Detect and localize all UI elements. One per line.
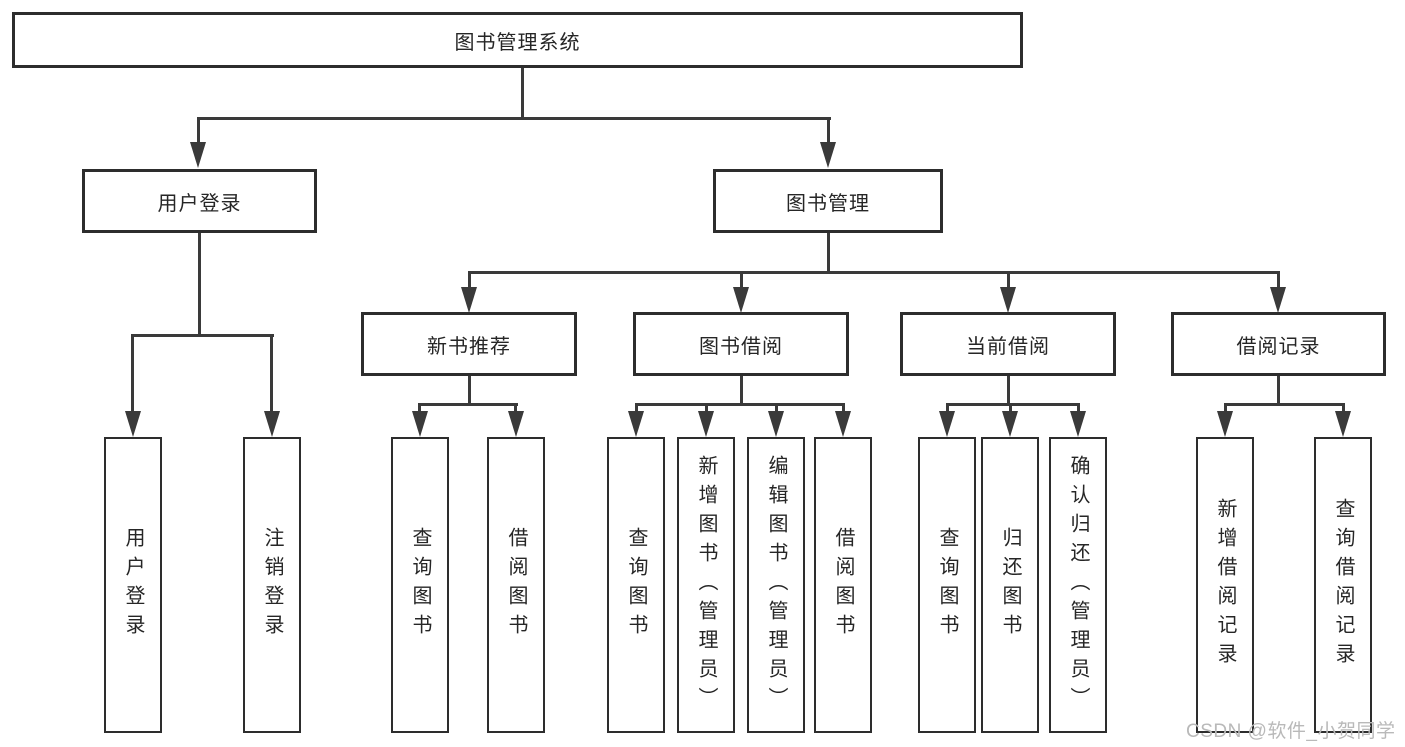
node-borrowing-records: 借阅记录 (1171, 312, 1386, 376)
connector-drop-leaf (775, 403, 778, 413)
connector-drop-current-borrowing (1007, 271, 1010, 290)
leaf-label: 新增图书（管理员） (695, 454, 717, 716)
arrow-down-icon (939, 411, 955, 437)
connector-drop-borrowing-records (1277, 271, 1280, 290)
connector-drop-leaf (946, 403, 949, 413)
leaf-label: 查询借阅记录 (1332, 498, 1354, 672)
connector-drop-leaf (1342, 403, 1345, 413)
arrow-down-icon (628, 411, 644, 437)
leaf-newbook-borrow-books: 借阅图书 (487, 437, 545, 733)
leaf-return-books: 归还图书 (981, 437, 1039, 733)
connector-book-borrowing-bar (635, 403, 845, 406)
leaf-logout: 注销登录 (243, 437, 301, 733)
connector-user-login-trunk (198, 233, 201, 337)
connector-level1-bar (197, 117, 831, 120)
connector-borrowing-records-trunk (1277, 376, 1280, 406)
connector-level2-bar (468, 271, 1280, 274)
connector-user-login-bar (131, 334, 274, 337)
arrow-down-icon (733, 287, 749, 313)
leaf-add-books-admin: 新增图书（管理员） (677, 437, 735, 733)
arrow-down-icon (264, 411, 280, 437)
connector-drop-book-management (827, 117, 830, 144)
node-label: 图书管理系统 (454, 31, 581, 54)
connector-drop-new-book (468, 271, 471, 290)
connector-current-borrowing-bar (946, 403, 1079, 406)
connector-drop-leaf (1009, 403, 1012, 413)
leaf-label: 归还图书 (999, 527, 1021, 643)
connector-drop-leaf (1224, 403, 1227, 413)
leaf-search-borrow-record: 查询借阅记录 (1314, 437, 1372, 733)
node-current-borrowing: 当前借阅 (900, 312, 1116, 376)
connector-drop-user-login (197, 117, 200, 144)
node-new-book-recommendation: 新书推荐 (361, 312, 577, 376)
leaf-confirm-return-admin: 确认归还（管理员） (1049, 437, 1107, 733)
node-book-management: 图书管理 (713, 169, 943, 233)
node-label: 新书推荐 (427, 335, 511, 358)
connector-drop-leaf (635, 403, 638, 413)
connector-current-borrowing-trunk (1007, 376, 1010, 406)
leaf-borrowing-search-books: 查询图书 (607, 437, 665, 733)
arrow-down-icon (461, 287, 477, 313)
arrow-down-icon (412, 411, 428, 437)
leaf-label: 注销登录 (261, 527, 283, 643)
leaf-edit-books-admin: 编辑图书（管理员） (747, 437, 805, 733)
connector-drop-leaf (1077, 403, 1080, 413)
connector-book-management-trunk (827, 233, 830, 273)
leaf-label: 借阅图书 (505, 527, 527, 643)
leaf-label: 新增借阅记录 (1214, 498, 1236, 672)
connector-drop-leaf (705, 403, 708, 413)
arrow-down-icon (835, 411, 851, 437)
connector-drop-leaf (514, 403, 517, 413)
arrow-down-icon (698, 411, 714, 437)
connector-drop-leaf (131, 334, 134, 412)
connector-book-borrowing-trunk (740, 376, 743, 406)
connector-new-book-bar (418, 403, 518, 406)
leaf-label: 查询图书 (625, 527, 647, 643)
node-user-login: 用户登录 (82, 169, 317, 233)
connector-new-book-trunk (468, 376, 471, 406)
arrow-down-icon (820, 142, 836, 168)
leaf-label: 用户登录 (122, 527, 144, 643)
node-label: 借阅记录 (1236, 335, 1321, 358)
leaf-label: 确认归还（管理员） (1067, 454, 1089, 716)
leaf-borrow-books: 借阅图书 (814, 437, 872, 733)
node-label: 当前借阅 (966, 335, 1050, 358)
connector-drop-leaf (270, 334, 273, 412)
connector-root-trunk (521, 68, 524, 118)
leaf-label: 借阅图书 (832, 527, 854, 643)
node-label: 图书借阅 (699, 335, 783, 358)
arrow-down-icon (1270, 287, 1286, 313)
leaf-add-borrow-record: 新增借阅记录 (1196, 437, 1254, 733)
arrow-down-icon (190, 142, 206, 168)
arrow-down-icon (1335, 411, 1351, 437)
arrow-down-icon (1002, 411, 1018, 437)
arrow-down-icon (1217, 411, 1233, 437)
leaf-label: 查询图书 (936, 527, 958, 643)
leaf-newbook-search-books: 查询图书 (391, 437, 449, 733)
arrow-down-icon (1000, 287, 1016, 313)
node-book-borrowing: 图书借阅 (633, 312, 849, 376)
watermark-text: CSDN @软件_小贺同学 (1186, 721, 1396, 742)
arrow-down-icon (125, 411, 141, 437)
leaf-user-login: 用户登录 (104, 437, 162, 733)
arrow-down-icon (508, 411, 524, 437)
arrow-down-icon (1070, 411, 1086, 437)
connector-borrowing-records-bar (1224, 403, 1344, 406)
leaf-current-search-books: 查询图书 (918, 437, 976, 733)
node-label: 用户登录 (157, 192, 242, 215)
connector-drop-book-borrowing (740, 271, 743, 290)
arrow-down-icon (768, 411, 784, 437)
connector-drop-leaf (842, 403, 845, 413)
leaf-label: 查询图书 (409, 527, 431, 643)
leaf-label: 编辑图书（管理员） (765, 454, 787, 716)
connector-drop-leaf (418, 403, 421, 413)
node-library-management-system: 图书管理系统 (12, 12, 1023, 68)
node-label: 图书管理 (786, 192, 870, 215)
